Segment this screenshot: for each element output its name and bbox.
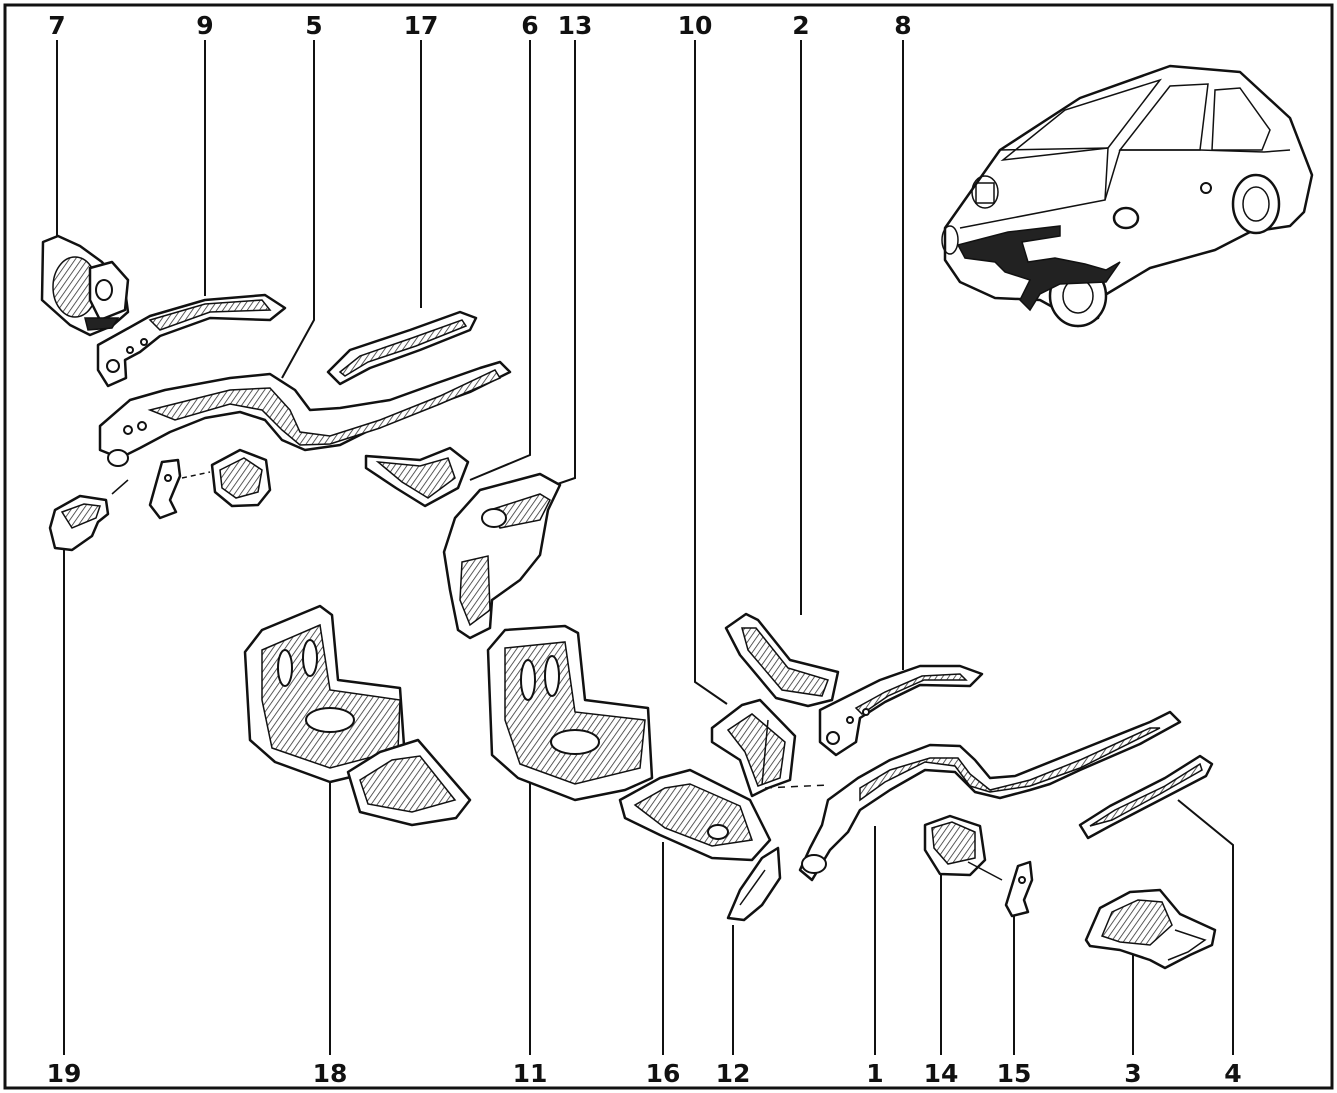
leader-lines bbox=[56, 40, 1234, 1055]
part-15-fastener-clip bbox=[1004, 860, 1034, 918]
label-8: 8 bbox=[894, 11, 911, 40]
part-1-side-member-right bbox=[798, 710, 1182, 882]
arrow-19-to-5 bbox=[111, 479, 129, 495]
part-13-strut-bracket bbox=[442, 472, 562, 640]
label-12: 12 bbox=[716, 1059, 751, 1088]
arrow-clip-left bbox=[181, 471, 211, 479]
part-11-battery-tray bbox=[486, 624, 654, 802]
label-19: 19 bbox=[47, 1059, 82, 1088]
part-6-closing-panel bbox=[364, 446, 470, 508]
part-12-clip bbox=[726, 846, 782, 922]
part-19-mount-bracket bbox=[48, 494, 110, 552]
bottom-labels: 19 18 11 16 12 1 14 15 3 4 bbox=[47, 1059, 1242, 1088]
part-17-sill-strip bbox=[326, 310, 478, 386]
figure-frame bbox=[3, 3, 1334, 1090]
part-9-rail-extension bbox=[96, 293, 287, 388]
label-17: 17 bbox=[404, 11, 439, 40]
part-4-sill-strip bbox=[1078, 754, 1214, 840]
fastener-clip-left bbox=[148, 458, 182, 520]
label-10: 10 bbox=[678, 11, 713, 40]
part-5-side-member-left bbox=[98, 360, 512, 467]
part-18-battery-tray bbox=[243, 604, 472, 827]
label-3: 3 bbox=[1124, 1059, 1141, 1088]
arrow-10-to-1 bbox=[764, 784, 829, 789]
label-2: 2 bbox=[792, 11, 809, 40]
car-illustration bbox=[941, 64, 1314, 328]
part-14-mount-cup bbox=[923, 814, 987, 877]
part-16-tray-support bbox=[618, 768, 772, 862]
label-15: 15 bbox=[997, 1059, 1032, 1088]
label-13: 13 bbox=[558, 11, 593, 40]
part-10-gusset bbox=[710, 698, 797, 798]
label-5: 5 bbox=[305, 11, 322, 40]
label-14: 14 bbox=[924, 1059, 959, 1088]
label-6: 6 bbox=[521, 11, 538, 40]
label-11: 11 bbox=[513, 1059, 548, 1088]
label-18: 18 bbox=[313, 1059, 348, 1088]
part-2-arch-reinforcement bbox=[724, 612, 840, 708]
mount-cup-left bbox=[210, 448, 272, 508]
part-8-rail-extension bbox=[818, 664, 984, 757]
label-1: 1 bbox=[866, 1059, 883, 1088]
label-7: 7 bbox=[48, 11, 65, 40]
label-9: 9 bbox=[196, 11, 213, 40]
part-3-wheel-arch-bracket bbox=[1084, 888, 1217, 970]
top-labels: 7 9 5 17 6 13 10 2 8 bbox=[48, 11, 911, 40]
label-4: 4 bbox=[1224, 1059, 1241, 1088]
label-16: 16 bbox=[646, 1059, 681, 1088]
arrow-15-to-14 bbox=[967, 861, 1003, 881]
part-7-wheel-arch-bracket bbox=[40, 234, 130, 337]
